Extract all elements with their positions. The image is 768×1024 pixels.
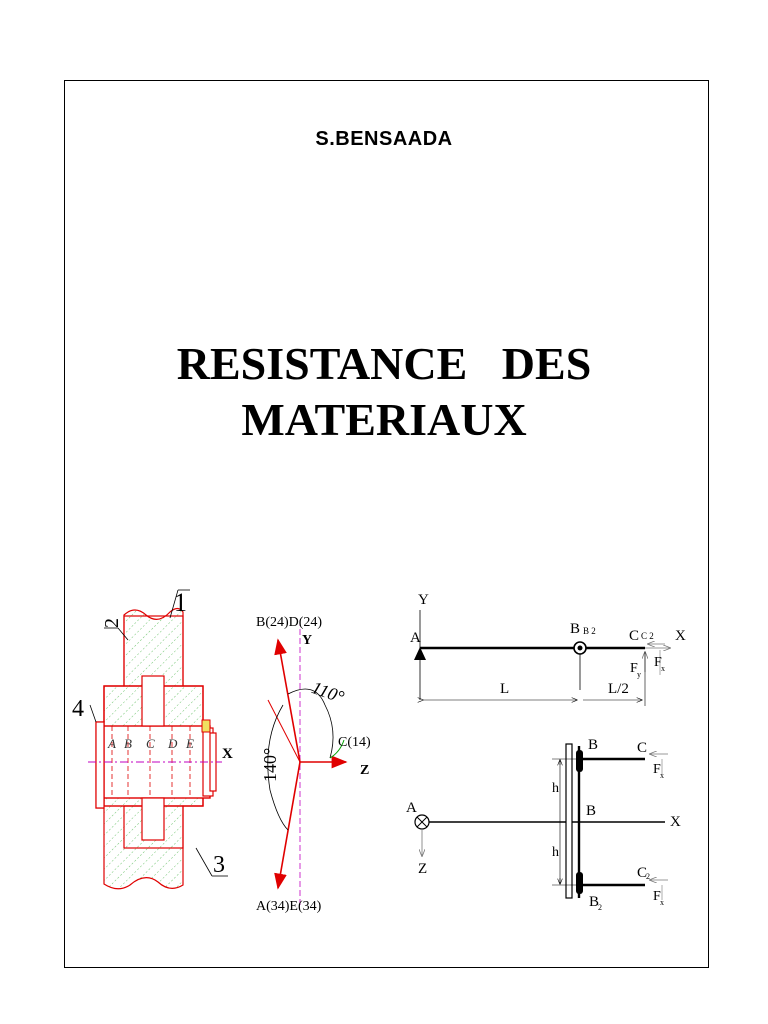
dimension-l2: L/2: [608, 681, 629, 697]
plan-point-c-bottom: C: [637, 865, 647, 881]
section-label-c: C: [146, 736, 155, 751]
angle-110-label: 110°: [309, 677, 347, 707]
beam-axis-x-label: X: [675, 628, 686, 644]
page-frame: [64, 80, 709, 968]
label-c: C(14): [338, 735, 371, 750]
section-label-a: A: [107, 736, 116, 751]
plan-axis-x-label: X: [670, 814, 681, 830]
beam-point-b-sub: B 2: [583, 626, 596, 636]
plan-force-bottom: F: [653, 889, 661, 904]
plan-bearing-bottom: [576, 872, 583, 894]
force-fy-sub: y: [637, 670, 641, 679]
force-fx-sub: x: [661, 664, 665, 673]
axis-y-label: Y: [302, 633, 312, 648]
label-ae: A(34)E(34): [256, 899, 322, 914]
axis-z-label: Z: [360, 763, 369, 778]
figure-beam-plan: A Z X B B B 2 C C 2 F x F x h h: [406, 737, 681, 912]
part-number-1: 1: [174, 588, 187, 617]
force-ae-arrow: [274, 761, 301, 890]
plan-point-a: A: [406, 800, 417, 816]
part-number-3: 3: [213, 852, 225, 878]
title-line-1: RESISTANCE DES: [176, 338, 592, 389]
plan-point-b-top: B: [588, 737, 598, 753]
plan-point-c-top: C: [637, 740, 647, 756]
plan-force-top-sub: x: [660, 771, 664, 780]
plan-force-top: F: [653, 762, 661, 777]
shaft-axis-label: X: [222, 746, 233, 762]
beam-point-c: C: [629, 628, 639, 644]
beam-axis-y-label: Y: [418, 592, 429, 608]
plan-point-b-bottom: B: [589, 894, 599, 910]
angle-140-label: 140°: [260, 748, 280, 782]
plan-height-lower: h: [552, 845, 559, 860]
section-label-e: E: [185, 736, 194, 751]
force-bd-arrow: [274, 638, 301, 763]
label-bd: B(24)D(24): [256, 615, 322, 630]
title-line-2: MATERIAUX: [241, 394, 527, 445]
beam-point-c-sub: C 2: [641, 631, 654, 641]
pin-support-a: [414, 647, 426, 660]
figure-shaft-assembly: X A B C D E 1 2 3 4: [72, 588, 233, 890]
plan-point-b-mid: B: [586, 803, 596, 819]
section-label-b: B: [124, 736, 132, 751]
author-name: S.BENSAADA: [315, 128, 453, 150]
plan-point-c-bottom-sub: 2: [646, 872, 650, 881]
book-title: RESISTANCE DES MATERIAUX: [0, 336, 768, 448]
plan-force-bottom-sub: x: [660, 898, 664, 907]
force-fy-label: F: [630, 661, 638, 676]
figure-beam-side: Y X A B B 2 C C 2 F x F y L L/2: [410, 592, 686, 706]
section-label-d: D: [167, 736, 178, 751]
dimension-l: L: [500, 681, 509, 697]
beam-point-b: B: [570, 621, 580, 637]
plan-bearing-top: [576, 750, 583, 772]
beam-point-a: A: [410, 630, 421, 646]
figure-force-directions: Y Z 110° 140° B(24)D(24) C(14) A(34)E(34…: [256, 615, 371, 914]
plan-height-upper: h: [552, 781, 559, 796]
plan-point-b-bottom-sub: 2: [598, 903, 602, 912]
plan-axis-z-label: Z: [418, 861, 427, 877]
force-fx-label: F: [654, 655, 662, 670]
part-number-2: 2: [101, 618, 123, 628]
part-number-4: 4: [72, 696, 84, 722]
